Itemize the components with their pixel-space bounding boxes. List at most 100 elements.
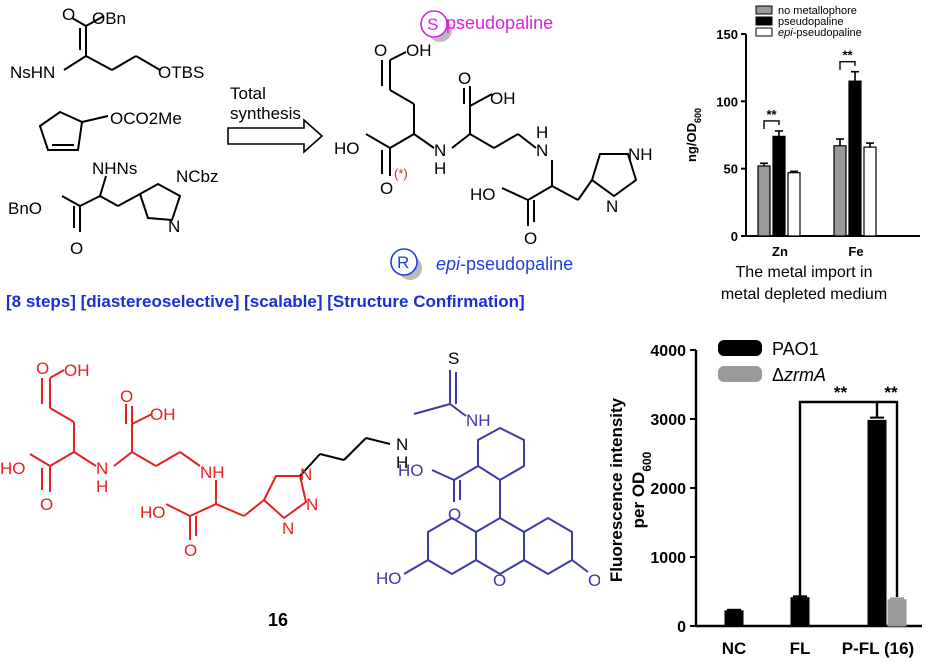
y-tick-label: 150 (716, 27, 738, 42)
r3-nhns: NHNs (92, 159, 137, 178)
reagents-scheme: OBn O NsHN OTBS OCO2Me NHNs NCbz N BnO O (8, 5, 219, 258)
prod-ho1: HO (334, 139, 360, 158)
probe-ho2: HO (140, 503, 166, 522)
epi-suffix: -pseudopaline (460, 254, 574, 274)
probe-nt2: N (306, 495, 318, 514)
significance-label: ** (766, 107, 777, 122)
legend-label: pseudopaline (778, 16, 843, 28)
r3-ncbz: NCbz (176, 167, 219, 186)
y-axis-label-sub: 600 (693, 108, 703, 123)
y-tick-label: 4000 (650, 343, 686, 360)
probe-ho3: HO (398, 461, 424, 480)
probe-o2: O (40, 495, 53, 514)
arrow-label-line2: synthesis (230, 104, 301, 123)
r3-n: N (168, 217, 180, 236)
synthesis-arrow (227, 118, 324, 154)
legend-label: ΔzrmA (772, 365, 826, 385)
legend-swatch (755, 16, 773, 26)
y-tick-label: 3000 (650, 412, 686, 429)
bar (790, 597, 810, 627)
bar (867, 419, 887, 627)
probe-o5: O (448, 505, 461, 524)
r3-bno: BnO (8, 199, 42, 218)
significance-label: ** (834, 383, 848, 402)
prod-star: (*) (394, 166, 408, 181)
probe-ho1: HO (0, 459, 26, 478)
y-tick-label: 2000 (650, 481, 686, 498)
probe-ho4: HO (376, 569, 402, 588)
bar (724, 610, 744, 627)
pseudopaline-label: pseudopaline (446, 13, 554, 33)
y-axis-label: ng/OD600 (684, 108, 703, 162)
x-tick-label: FL (790, 639, 811, 658)
probe-o3: O (120, 387, 133, 406)
legend-swatch (755, 5, 773, 15)
bar (833, 145, 847, 237)
significance-bracket (763, 120, 780, 129)
significance-bracket (877, 400, 899, 598)
x-tick-label: NC (722, 639, 747, 658)
probe-nh-link: N (396, 435, 408, 454)
prod-n3: N (606, 197, 618, 216)
prod-o1: O (374, 41, 387, 60)
legend-delta: Δ (772, 365, 784, 385)
y-tick-label: 0 (677, 619, 686, 636)
probe-o7: O (588, 571, 600, 590)
legend-label: epi-pseudopaline (778, 27, 862, 39)
bar (787, 172, 801, 237)
significance-bracket (798, 400, 879, 598)
probe-o4: O (184, 541, 197, 560)
stereo-s-letter: S (427, 15, 438, 34)
synthesis-tags: [8 steps] [diastereoselective] [scalable… (6, 292, 525, 311)
prod-o2: O (380, 179, 393, 198)
r2-ester: OCO2Me (110, 109, 182, 128)
legend-swatch (755, 27, 773, 37)
prod-oh1: OH (406, 41, 432, 60)
arrow-label-line1: Total (230, 84, 266, 103)
prod-n1: N (434, 141, 446, 160)
prod-h2: H (536, 123, 548, 142)
metal-import-caption: The metal import in metal depleted mediu… (684, 262, 924, 306)
r1-otbs: OTBS (158, 63, 204, 82)
legend-swatch (718, 366, 762, 382)
y-tick-label: 50 (724, 162, 738, 177)
significance-bracket (839, 61, 856, 70)
pseudopaline-structure: OH O HO O (*) N H OH O N H NH N HO O (334, 41, 653, 248)
prod-h1: H (434, 159, 446, 178)
r1-o: O (62, 5, 75, 24)
prod-ho2: HO (470, 185, 496, 204)
prod-nh: NH (628, 145, 653, 164)
probe-h-link: H (396, 453, 408, 472)
probe-o6: O (493, 571, 506, 590)
prod-o3: O (458, 69, 471, 88)
bar (772, 135, 786, 237)
stereo-s-marker: S (420, 10, 452, 42)
stereo-r-letter: R (397, 253, 409, 272)
probe-nt3: N (282, 519, 294, 538)
legend-label: no metallophore (778, 5, 857, 17)
legend-italic: epi (778, 27, 793, 39)
bar (757, 165, 771, 237)
x-tick-label: Zn (772, 244, 788, 259)
probe-nh-thiourea: NH (466, 411, 491, 430)
probe-oh1: OH (64, 361, 90, 380)
caption-line1: The metal import in (735, 264, 873, 281)
caption-line2: metal depleted medium (720, 286, 888, 303)
x-tick-label: P-FL (16) (842, 639, 914, 658)
legend-rest: -pseudopaline (793, 27, 862, 39)
y-axis-label-2-sub: 600 (640, 451, 654, 471)
legend-label: PAO1 (772, 339, 819, 359)
prod-n2: N (536, 141, 548, 160)
y-tick-label: 0 (731, 229, 738, 244)
compound-number: 16 (268, 610, 288, 630)
stereo-r-marker: R (390, 248, 422, 280)
probe-s: S (448, 349, 459, 368)
probe-structure: OH O HO O N H OH O NH HO O N N N S N H N… (0, 349, 600, 630)
epi-pseudopaline-label: epi-pseudopaline (436, 254, 573, 275)
probe-nt1: N (300, 465, 312, 484)
probe-n1: N (96, 459, 108, 478)
bar (887, 599, 907, 627)
r1-nshn: NsHN (10, 63, 55, 82)
r3-o: O (70, 239, 83, 258)
epi-prefix: epi (436, 254, 461, 274)
